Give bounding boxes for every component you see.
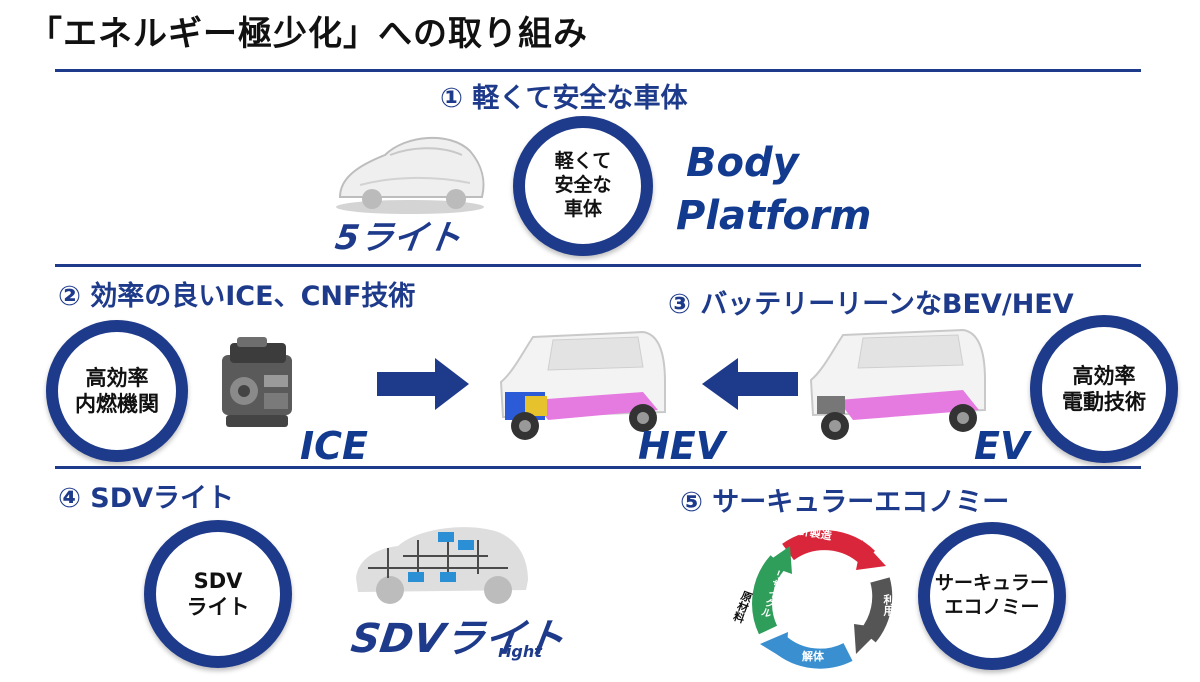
covered-car-image <box>336 136 485 214</box>
hev-label: HEV <box>638 424 726 468</box>
section4-circle-text: SDV ライト <box>186 568 250 619</box>
hev-car-image <box>499 330 666 440</box>
arrow-left-icon <box>702 358 798 410</box>
circular-cycle-diagram: 設計製造 利用 解体 リサイクル 原材料 <box>730 520 910 670</box>
ev-label: EV <box>974 424 1030 468</box>
section3-circle: 高効率 電動技術 <box>1030 315 1178 463</box>
section4-heading: ④ SDVライト <box>58 483 235 514</box>
engine-image <box>222 337 292 427</box>
section3-heading: ③ バッテリーリーンなBEV/HEV <box>668 289 1074 320</box>
divider-middle <box>55 264 1141 267</box>
page-title: 「エネルギー極少化」への取り組み <box>28 14 588 54</box>
section5-heading: ⑤ サーキュラーエコノミー <box>680 487 1010 518</box>
divider-bottom <box>55 466 1141 469</box>
divider-top <box>55 69 1141 72</box>
section2-heading: ② 効率の良いICE、CNF技術 <box>58 281 416 312</box>
cycle-use-label: 利用 <box>882 594 895 616</box>
cycle-dismantle-label: 解体 <box>802 650 824 663</box>
ev-car-image <box>809 328 986 440</box>
sdv-logo-sub: right <box>498 642 542 661</box>
section4-circle: SDV ライト <box>144 520 292 668</box>
section2-circle-text: 高効率 内燃機関 <box>75 365 159 416</box>
section2-circle: 高効率 内燃機関 <box>46 320 188 462</box>
5light-logo: 5ライト <box>332 218 464 258</box>
section5-circle-text: サーキュラー エコノミー <box>934 572 1049 618</box>
arrow-right-icon <box>377 358 469 410</box>
section3-circle-text: 高効率 電動技術 <box>1062 363 1146 414</box>
section5-circle: サーキュラー エコノミー <box>918 522 1066 670</box>
sdv-car-image <box>356 527 528 604</box>
ice-label: ICE <box>300 424 368 468</box>
section1-circle: 軽くて 安全な 車体 <box>513 116 653 256</box>
section1-heading: ① 軽くて安全な車体 <box>440 83 688 114</box>
body-platform-line2: Platform <box>676 193 872 239</box>
section1-circle-text: 軽くて 安全な 車体 <box>554 150 612 220</box>
body-platform-line1: Body <box>686 140 799 186</box>
